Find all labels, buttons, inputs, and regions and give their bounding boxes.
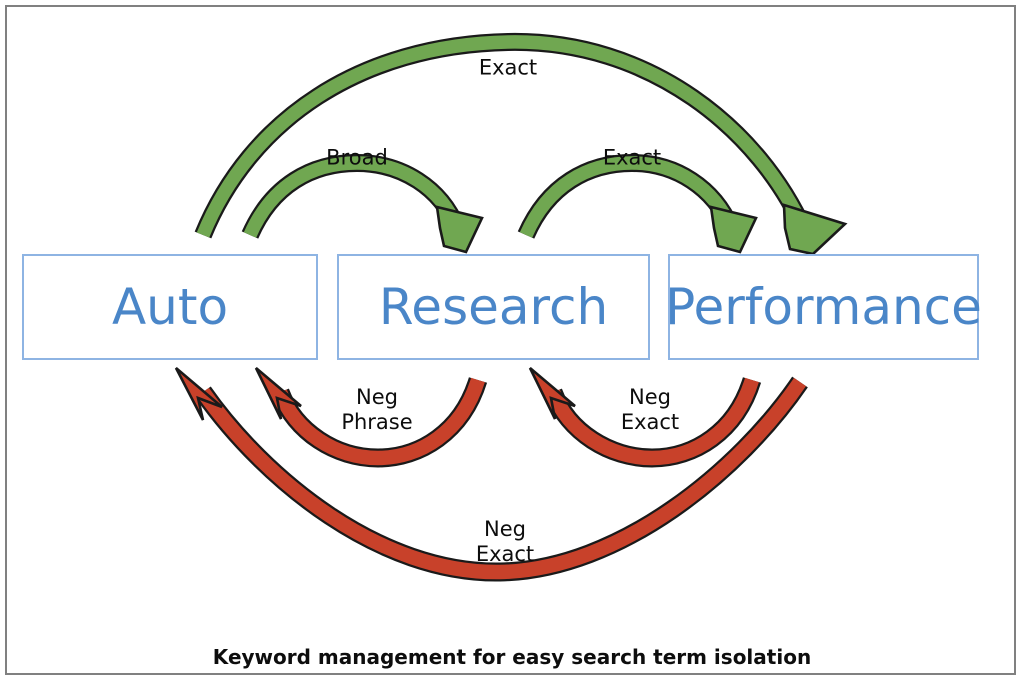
node-label-performance: Performance [665, 278, 982, 336]
diagram-caption: Keyword management for easy search term … [212, 645, 812, 669]
arrow-performance-to-auto [174, 367, 808, 582]
arrow-auto-to-research [241, 153, 484, 254]
node-label-auto: Auto [111, 278, 229, 336]
node-label-research: Research [378, 278, 609, 336]
node-box-auto[interactable]: Auto [22, 254, 318, 360]
arrow-performance-to-research [528, 367, 762, 468]
node-box-performance[interactable]: Performance [665, 254, 982, 360]
arrow-auto-to-performance [194, 32, 848, 256]
arrow-research-to-performance [517, 153, 758, 254]
node-box-research[interactable]: Research [337, 254, 650, 360]
arrow-research-to-auto [254, 367, 488, 468]
